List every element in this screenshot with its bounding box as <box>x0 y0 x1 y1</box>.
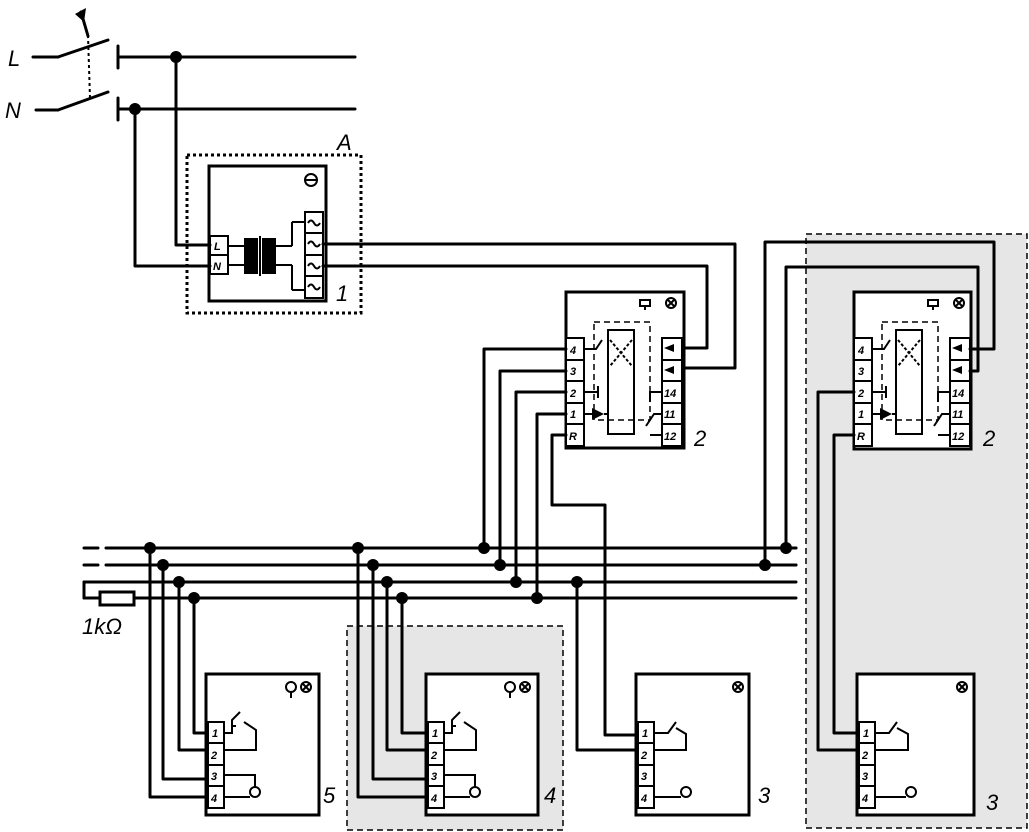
svg-text:2: 2 <box>857 388 864 400</box>
lamp-icon <box>732 681 744 693</box>
bus-lines <box>82 546 798 600</box>
power-supply-unit: A L N 1 <box>185 130 363 315</box>
station-number-4: 4 <box>544 783 556 808</box>
station-3-middle: 1 2 3 4 3 <box>634 672 771 817</box>
svg-text:4: 4 <box>861 793 868 805</box>
svg-text:14: 14 <box>664 388 676 400</box>
resistor-label: 1kΩ <box>82 614 122 639</box>
station-number-5: 5 <box>323 783 336 808</box>
group-a-label: A <box>335 130 352 155</box>
arrow-icon <box>75 8 86 22</box>
line-label: L <box>8 46 20 71</box>
intercom-icon <box>639 299 651 310</box>
module-number-right: 2 <box>982 426 995 451</box>
svg-text:R: R <box>857 431 865 443</box>
svg-text:3: 3 <box>858 366 864 378</box>
resistor-icon <box>98 590 136 607</box>
svg-text:2: 2 <box>861 750 868 762</box>
unit-number-1: 1 <box>336 281 348 306</box>
svg-text:2: 2 <box>569 388 576 400</box>
control-module-right: 4 3 2 1 R 14 11 12 2 <box>852 290 995 451</box>
station-3-right: 1 2 3 4 3 <box>855 672 999 817</box>
svg-text:4: 4 <box>430 793 437 805</box>
svg-text:1: 1 <box>570 409 576 421</box>
control-module-left: 4 3 2 1 R 14 11 12 2 <box>564 290 706 451</box>
lamp-icon <box>519 681 531 693</box>
svg-text:12: 12 <box>664 431 676 443</box>
svg-text:N: N <box>213 261 222 273</box>
intercom-icon <box>927 299 939 310</box>
station-5: 1 2 3 4 5 <box>204 672 336 817</box>
svg-text:12: 12 <box>952 431 964 443</box>
svg-text:L: L <box>214 241 221 253</box>
station-number-3-right: 3 <box>986 790 999 815</box>
svg-text:3: 3 <box>211 771 217 783</box>
lamp-icon <box>905 786 917 798</box>
svg-text:2: 2 <box>640 750 647 762</box>
lamp-icon <box>956 681 968 693</box>
svg-text:4: 4 <box>640 793 647 805</box>
svg-text:11: 11 <box>664 409 675 421</box>
svg-text:4: 4 <box>857 345 864 357</box>
svg-text:1: 1 <box>212 728 218 740</box>
svg-text:3: 3 <box>570 366 576 378</box>
junction-dots <box>144 542 792 604</box>
svg-text:R: R <box>569 431 577 443</box>
lamp-icon <box>665 297 677 309</box>
station-4: 1 2 3 4 4 <box>424 672 556 817</box>
svg-text:1: 1 <box>863 728 869 740</box>
lamp-icon <box>469 786 481 798</box>
lamp-icon <box>680 786 692 798</box>
svg-text:11: 11 <box>952 409 963 421</box>
station-number-3-middle: 3 <box>758 783 771 808</box>
svg-text:3: 3 <box>641 771 647 783</box>
module-number-left: 2 <box>693 426 706 451</box>
svg-text:4: 4 <box>210 793 217 805</box>
svg-text:1: 1 <box>432 728 438 740</box>
svg-text:2: 2 <box>430 750 437 762</box>
supply-switch: L N <box>5 8 357 123</box>
group-a-border <box>185 153 363 315</box>
lamp-icon <box>953 297 965 309</box>
transformer-icon <box>304 173 318 187</box>
svg-text:2: 2 <box>210 750 217 762</box>
svg-text:1: 1 <box>858 409 864 421</box>
svg-text:1: 1 <box>642 728 648 740</box>
svg-text:14: 14 <box>952 388 964 400</box>
lamp-icon <box>300 681 312 693</box>
svg-text:3: 3 <box>862 771 868 783</box>
neutral-label: N <box>5 98 21 123</box>
lamp-icon <box>249 786 261 798</box>
svg-text:3: 3 <box>431 771 437 783</box>
svg-text:4: 4 <box>569 345 576 357</box>
